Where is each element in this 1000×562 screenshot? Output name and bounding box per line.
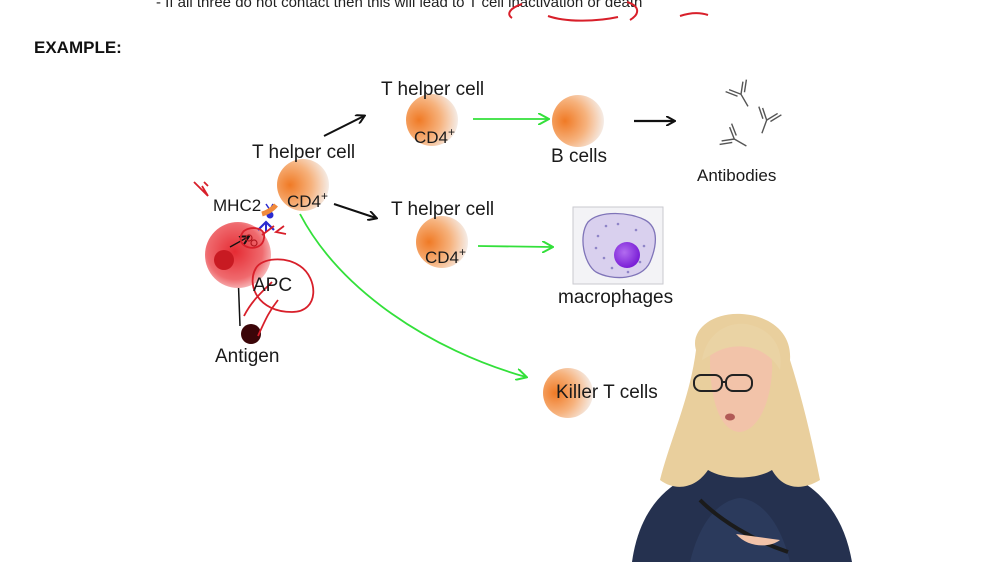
arrow-to-t-helper-top bbox=[323, 116, 364, 137]
killer-t-label: Killer T cells bbox=[556, 382, 658, 403]
t-helper-mid-cell bbox=[416, 216, 468, 268]
t-helper-left-cell bbox=[277, 159, 329, 211]
header-annotations bbox=[508, 1, 709, 22]
apc-annotations bbox=[193, 181, 315, 337]
arrow-to-t-helper-mid bbox=[333, 203, 376, 218]
b-cell bbox=[552, 95, 604, 147]
example-heading: EXAMPLE: bbox=[34, 38, 122, 57]
t-helper-top-cell bbox=[406, 94, 458, 146]
killer-t-cell bbox=[543, 368, 593, 418]
arrow-to-macrophages bbox=[477, 246, 552, 247]
macrophages-label: macrophages bbox=[558, 287, 674, 308]
antigen-particle bbox=[241, 324, 261, 344]
apc-label: APC bbox=[253, 275, 293, 296]
apc-nucleus bbox=[214, 250, 234, 270]
arrow-to-killer-t bbox=[299, 213, 526, 377]
t-helper-left-label: T helper cell bbox=[252, 142, 356, 163]
cd4-top-label: CD4+ bbox=[414, 125, 456, 147]
antibodies-icon bbox=[719, 79, 782, 147]
antigen-label: Antigen bbox=[215, 346, 280, 367]
bullet-text: - If all three do not contact then this … bbox=[156, 0, 643, 11]
antibodies-label: Antibodies bbox=[697, 166, 777, 185]
cd4-left-label: CD4+ bbox=[287, 189, 329, 211]
presenter-image bbox=[632, 313, 852, 562]
t-helper-mid-label: T helper cell bbox=[391, 199, 495, 220]
mhc2-label: MHC2 bbox=[213, 196, 262, 215]
cd4-mid-label: CD4+ bbox=[425, 245, 467, 267]
t-helper-top-label: T helper cell bbox=[381, 79, 485, 100]
b-cells-label: B cells bbox=[551, 146, 607, 167]
macrophage-image bbox=[572, 206, 664, 285]
